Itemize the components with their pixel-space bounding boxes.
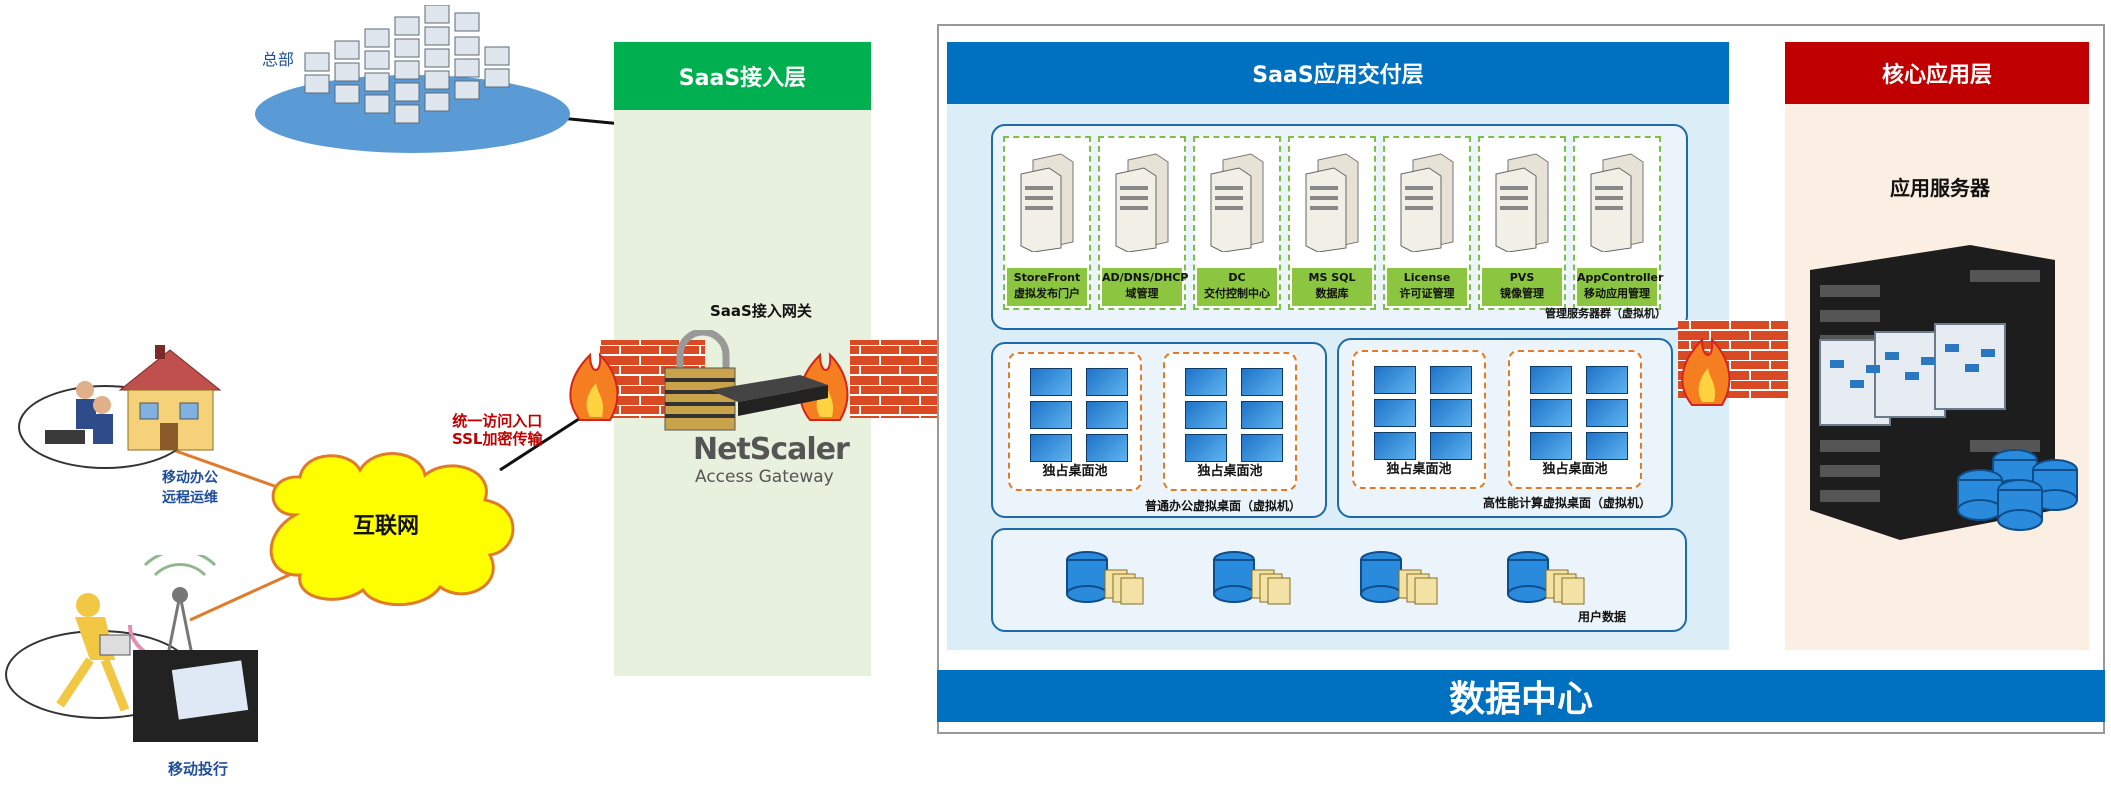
app-server-label: 应用服务器: [1890, 176, 1990, 200]
server-name: AD/DNS/DHCP: [1102, 271, 1189, 284]
office-pool-1-label: 独占桌面池: [1042, 464, 1108, 479]
server-role: 镜像管理: [1500, 287, 1544, 300]
desktop-screen-icon: [1430, 432, 1472, 460]
hpc-pool-1: 独占桌面池: [1352, 350, 1486, 489]
management-servers-caption: 管理服务器群（虚拟机）: [1545, 307, 1666, 320]
storage-folder-icon: [1506, 550, 1586, 606]
mobile-banking-label: 移动投行: [168, 760, 229, 778]
server-icon: [1495, 153, 1549, 252]
mobile-office-line1: 移动办公: [162, 470, 218, 486]
management-server-card: DC 交付控制中心: [1193, 136, 1281, 310]
desktop-screen-icon: [1586, 366, 1628, 394]
desktop-screen-icon: [1086, 434, 1128, 462]
management-server-card: AD/DNS/DHCP 域管理: [1098, 136, 1189, 310]
hq-label: 总部: [262, 50, 295, 69]
saas-access-title: SaaS接入层: [614, 42, 871, 110]
desktop-screen-icon: [1086, 368, 1128, 396]
app-server-rack-icon: [1678, 245, 2078, 540]
server-role: 虚拟发布门户: [1014, 287, 1080, 300]
desktop-screen-icon: [1530, 366, 1572, 394]
management-server-card: StoreFront 虚拟发布门户: [1003, 136, 1091, 310]
gateway-label: SaaS接入网关: [710, 302, 812, 320]
storage-folder-icon: [1065, 550, 1145, 606]
desktop-screen-icon: [1586, 399, 1628, 427]
server-role: 移动应用管理: [1584, 287, 1650, 300]
desktop-screen-icon: [1086, 401, 1128, 429]
access-note: 统一访问入口 SSL加密传输: [452, 412, 543, 448]
desktop-screen-icon: [1430, 366, 1472, 394]
server-icon: [1020, 153, 1074, 252]
server-name: PVS: [1509, 271, 1535, 284]
netscaler-subbrand: Access Gateway: [695, 467, 834, 487]
office-pool-2: 独占桌面池: [1163, 352, 1297, 491]
desktop-screen-icon: [1030, 368, 1072, 396]
mobile-office-label: 移动办公 远程运维: [162, 467, 218, 507]
desktop-screen-icon: [1030, 401, 1072, 429]
desktop-screen-icon: [1530, 432, 1572, 460]
desktop-screen-icon: [1185, 368, 1227, 396]
server-name: StoreFront: [1013, 271, 1081, 284]
desktop-screen-icon: [1185, 401, 1227, 429]
access-note-line1: 统一访问入口: [452, 412, 543, 430]
desktop-screen-icon: [1586, 432, 1628, 460]
netscaler-brand: NetScaler: [693, 432, 850, 467]
saas-delivery-title: SaaS应用交付层: [947, 42, 1729, 104]
desktop-screen-icon: [1374, 366, 1416, 394]
management-server-card: PVS 镜像管理: [1478, 136, 1566, 310]
server-icon: [1400, 153, 1454, 252]
server-icon: [1305, 153, 1359, 252]
office-pool-2-label: 独占桌面池: [1197, 464, 1263, 479]
server-role: 许可证管理: [1399, 287, 1455, 300]
server-name: License: [1403, 271, 1451, 284]
office-desktops-caption: 普通办公虚拟桌面（虚拟机）: [1145, 499, 1302, 513]
server-role: 域管理: [1125, 287, 1159, 300]
management-server-card: AppController 移动应用管理: [1573, 136, 1664, 310]
desktop-screen-icon: [1185, 434, 1227, 462]
core-apps-title: 核心应用层: [1785, 42, 2089, 104]
server-name: DC: [1228, 271, 1246, 284]
mobile-office-line2: 远程运维: [162, 490, 218, 506]
server-role: 交付控制中心: [1204, 287, 1270, 300]
internet-label: 互联网: [353, 514, 420, 539]
desktop-screen-icon: [1530, 399, 1572, 427]
server-icon: [1590, 153, 1644, 252]
desktop-screen-icon: [1030, 434, 1072, 462]
desktop-screen-icon: [1241, 401, 1283, 429]
house-icon: [45, 345, 222, 451]
storage-folder-icon: [1359, 550, 1439, 606]
hpc-pool-2: 独占桌面池: [1508, 350, 1642, 489]
mobile-banking-line: [189, 568, 301, 622]
management-server-card: MS SQL 数据库: [1288, 136, 1376, 310]
desktop-screen-icon: [1430, 399, 1472, 427]
user-data-caption: 用户数据: [1578, 610, 1627, 624]
hpc-pool-2-label: 独占桌面池: [1542, 462, 1608, 477]
hpc-pool-1-label: 独占桌面池: [1386, 462, 1452, 477]
internet-gateway-line: [499, 413, 586, 472]
management-server-card: License 许可证管理: [1383, 136, 1471, 310]
desktop-screen-icon: [1374, 432, 1416, 460]
desktop-screen-icon: [1241, 368, 1283, 396]
datacenter-label: 数据中心: [937, 670, 2105, 722]
mobile-banking-icon: [56, 555, 258, 742]
server-role: 数据库: [1315, 287, 1349, 300]
server-icon: [1210, 153, 1264, 252]
hpc-desktops-caption: 高性能计算虚拟桌面（虚拟机）: [1483, 496, 1652, 510]
netscaler-appliance-icon: [664, 330, 828, 431]
internet-cloud-icon: [269, 452, 515, 607]
hq-computers-icon: [304, 5, 510, 124]
desktop-screen-icon: [1374, 399, 1416, 427]
desktop-screen-icon: [1241, 434, 1283, 462]
storage-folder-icon: [1212, 550, 1292, 606]
server-name: MS SQL: [1308, 271, 1356, 284]
server-name: AppController: [1577, 271, 1664, 284]
office-pool-1: 独占桌面池: [1008, 352, 1142, 491]
server-icon: [1115, 153, 1169, 252]
access-note-line2: SSL加密传输: [452, 430, 543, 448]
